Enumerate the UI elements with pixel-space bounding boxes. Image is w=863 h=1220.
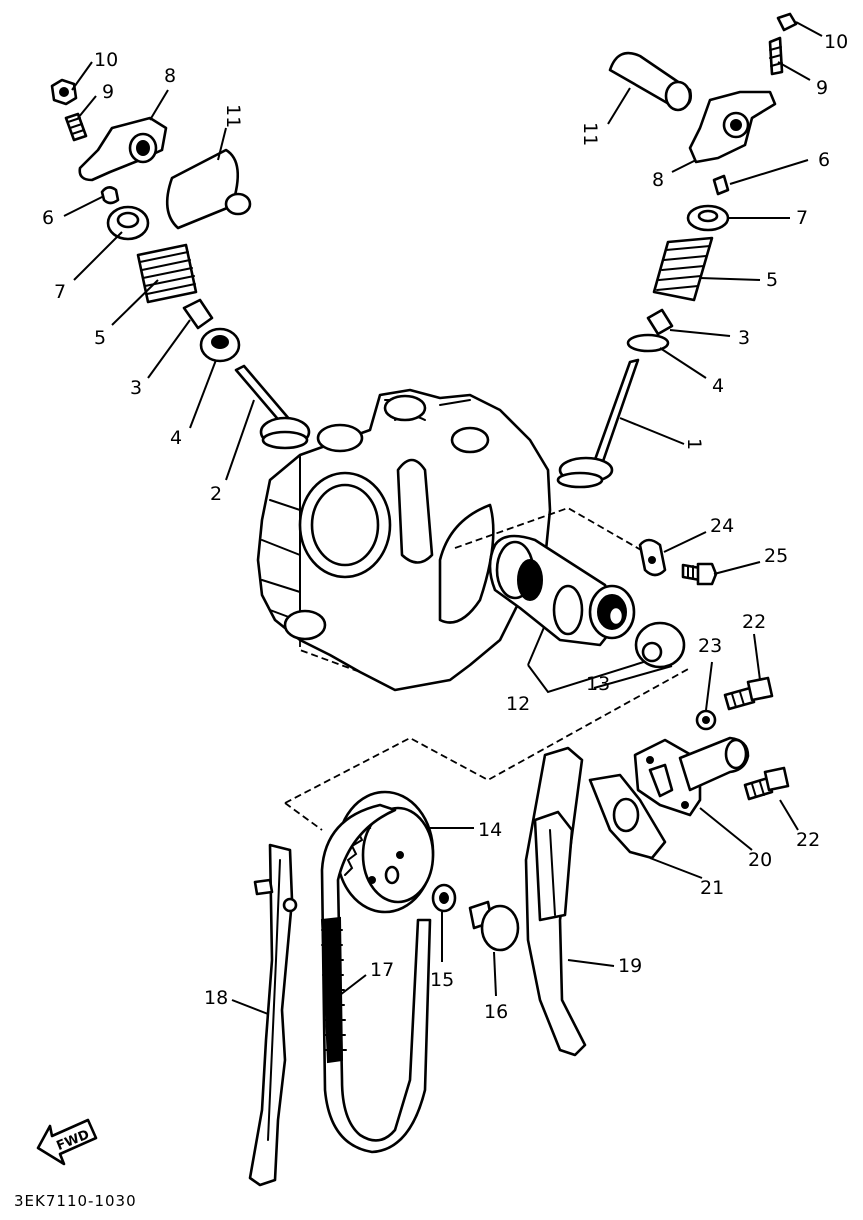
washer-15 <box>431 883 457 913</box>
callout-labels: 10 9 8 11 6 7 5 3 4 2 10 9 11 8 6 7 5 3 … <box>42 31 848 1023</box>
chain-guide-19 <box>524 746 587 1057</box>
callout-22-upper: 22 <box>742 611 766 633</box>
callout-25: 25 <box>764 545 788 567</box>
callout-right-8: 8 <box>652 169 664 191</box>
callout-17: 17 <box>370 959 394 981</box>
callout-left-10: 10 <box>94 49 118 71</box>
callout-right-9: 9 <box>816 77 828 99</box>
callout-right-10: 10 <box>824 31 848 53</box>
bolt-25 <box>681 562 718 586</box>
cam-plate-24 <box>638 538 667 577</box>
gasket-21 <box>588 773 667 860</box>
callout-18: 18 <box>204 987 228 1009</box>
callout-23: 23 <box>698 635 722 657</box>
washer-23 <box>695 709 717 731</box>
left-valve-train <box>50 78 311 450</box>
callout-12: 12 <box>506 693 530 715</box>
cylinder-head <box>256 388 552 692</box>
callout-left-9: 9 <box>102 81 114 103</box>
callout-right-3: 3 <box>738 327 750 349</box>
bolt-22-upper <box>723 676 774 711</box>
callout-20: 20 <box>748 849 772 871</box>
tensioner-20 <box>633 736 750 817</box>
chain-guide-18 <box>248 843 298 1187</box>
callout-left-4: 4 <box>170 427 182 449</box>
callout-right-6: 6 <box>818 149 830 171</box>
callout-left-8: 8 <box>164 65 176 87</box>
callout-right-1: 1 <box>683 438 705 450</box>
figure-code: 3EK7110-1030 <box>14 1192 137 1210</box>
callout-16: 16 <box>484 1001 508 1023</box>
callout-right-4: 4 <box>712 375 724 397</box>
callout-13: 13 <box>586 673 610 695</box>
assembly-guide-lines <box>284 507 691 831</box>
callout-21: 21 <box>700 877 724 899</box>
cam-chain-17 <box>320 803 432 1154</box>
bolt-16 <box>468 900 520 952</box>
right-valve-train <box>556 12 798 489</box>
cam-washer-13 <box>634 621 686 669</box>
callout-right-5: 5 <box>766 269 778 291</box>
callout-right-7: 7 <box>796 207 808 229</box>
leader-lines <box>63 21 823 1015</box>
callout-24: 24 <box>710 515 734 537</box>
camshaft <box>488 534 636 647</box>
callout-left-3: 3 <box>130 377 142 399</box>
callout-left-7: 7 <box>54 281 66 303</box>
bolt-22-lower <box>743 766 790 801</box>
callout-left-11: 11 <box>222 104 244 128</box>
callout-left-5: 5 <box>94 327 106 349</box>
callout-14: 14 <box>478 819 502 841</box>
callout-15: 15 <box>430 969 454 991</box>
callout-22-lower: 22 <box>796 829 820 851</box>
callout-left-6: 6 <box>42 207 54 229</box>
callout-right-11: 11 <box>579 122 601 146</box>
forward-direction-indicator: FWD <box>36 1118 98 1166</box>
callout-left-2: 2 <box>210 483 222 505</box>
callout-19: 19 <box>618 955 642 977</box>
